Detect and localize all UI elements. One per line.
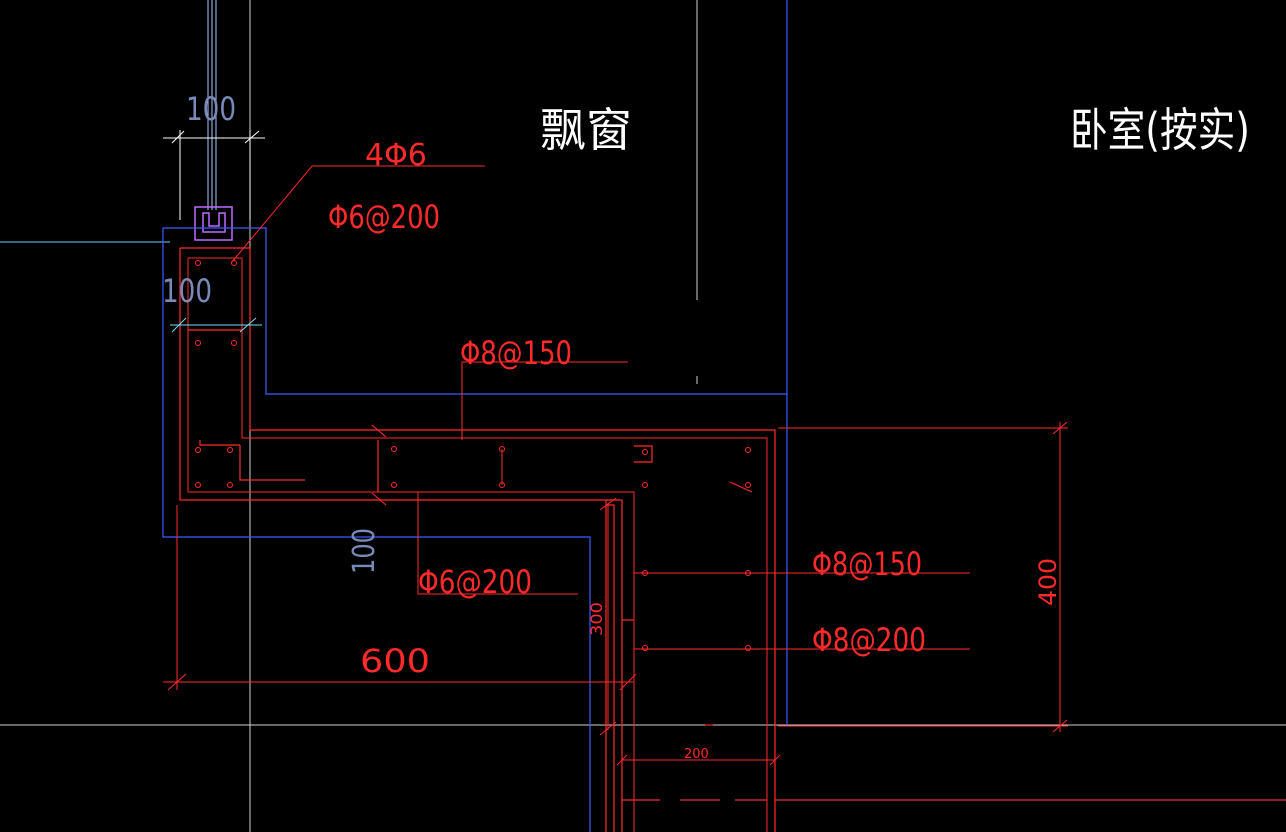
slab-top-bar-note: Φ8@150 [460,334,572,372]
leader-lines [231,165,970,650]
dim-top-width: 100 [186,90,236,128]
dimension-lines [163,421,1068,766]
bedroom-label: 卧室(按实) [1070,103,1250,157]
window-mullion [0,0,217,243]
stirrup-top-note: Φ6@200 [328,198,440,236]
dim-span: 600 [360,642,430,680]
dim-slab-thickness: 100 [347,528,382,574]
window-frame-profile [194,206,233,241]
dim-top-height: 100 [162,272,212,310]
rebar-dots [195,260,751,651]
bay-window-label: 飘窗 [540,103,632,157]
bottom-stirrup-note: Φ6@200 [418,563,532,601]
dim-drop: 300 [587,602,606,636]
top-bars-note: 4Φ6 [365,138,427,173]
beam-bar-1-note: Φ8@150 [812,545,922,583]
dim-beam-width: 200 [684,747,709,762]
beam-bar-2-note: Φ8@200 [812,621,926,659]
dim-height-400: 400 [1034,558,1062,606]
blue-outline [162,0,788,832]
dimension-lines-gray [163,130,265,333]
concrete-outline [179,247,1286,832]
